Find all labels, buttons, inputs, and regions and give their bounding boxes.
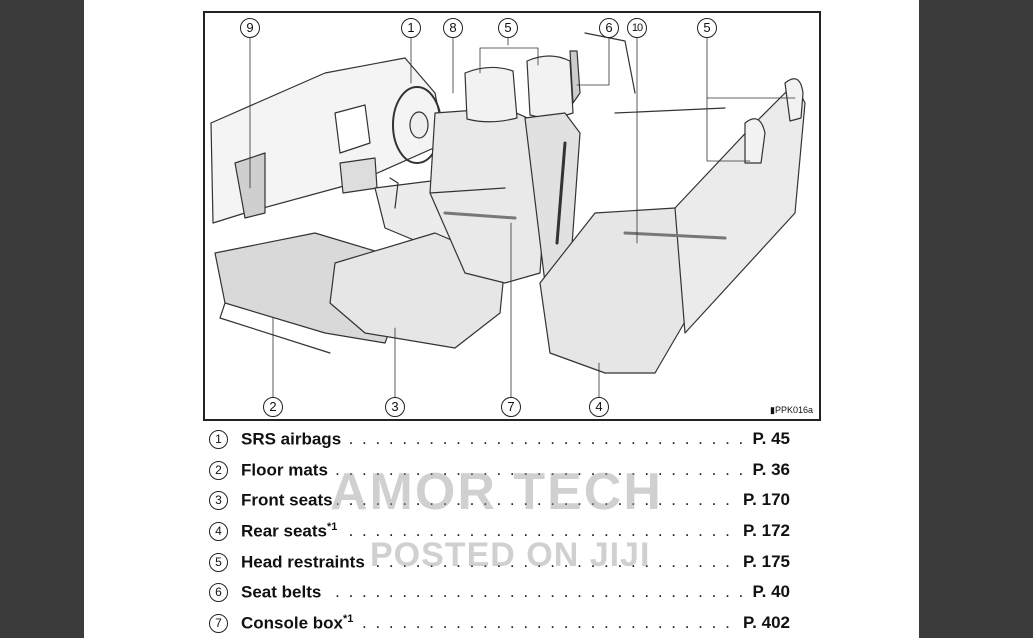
callout-10: 10 (627, 18, 647, 38)
callout-4: 4 (589, 397, 609, 417)
item-page: P. 170 (739, 490, 790, 510)
dot-leader: . . . . . . . . . . . . . . . . . . . . … (241, 521, 789, 540)
item-number: 7 (209, 614, 228, 633)
item-page: P. 175 (739, 552, 790, 572)
list-item: 2 . . . . . . . . . . . . . . . . . . . … (209, 459, 790, 483)
rear-headrest-shapes (744, 78, 804, 164)
item-number: 3 (209, 491, 228, 510)
item-page: P. 40 (748, 582, 790, 602)
callout-6: 6 (599, 18, 619, 38)
watermark-title: AMOR TECH (330, 463, 663, 521)
item-label: SRS airbags (241, 429, 346, 450)
callout-8: 8 (443, 18, 463, 38)
right-margin (919, 0, 1033, 638)
dot-leader: . . . . . . . . . . . . . . . . . . . . … (241, 613, 789, 632)
list-item: 6 . . . . . . . . . . . . . . . . . . . … (209, 581, 790, 605)
item-label: Seat belts (241, 582, 326, 603)
callout-3: 3 (385, 397, 405, 417)
item-number: 2 (209, 461, 228, 480)
callout-5-front: 5 (498, 18, 518, 38)
item-page: P. 172 (739, 521, 790, 541)
item-page: P. 45 (748, 429, 790, 449)
dot-leader: . . . . . . . . . . . . . . . . . . . . … (241, 552, 789, 571)
dot-leader: . . . . . . . . . . . . . . . . . . . . … (241, 490, 789, 509)
callout-1: 1 (401, 18, 421, 38)
item-label: Rear seats*1 (241, 521, 342, 542)
item-number: 6 (209, 583, 228, 602)
interior-illustration: 9 1 8 5 6 10 5 2 3 7 4 ▮PPK016a (203, 11, 821, 421)
list-item: 1 . . . . . . . . . . . . . . . . . . . … (209, 428, 790, 452)
item-label: Floor mats (241, 460, 332, 481)
dot-leader: . . . . . . . . . . . . . . . . . . . . … (241, 582, 789, 601)
callout-5-rear: 5 (697, 18, 717, 38)
item-label: Front seats (241, 490, 337, 511)
left-margin (0, 0, 84, 638)
list-item: 3 . . . . . . . . . . . . . . . . . . . … (209, 489, 790, 513)
item-label: Head restraints (241, 552, 369, 573)
item-number: 5 (209, 553, 228, 572)
item-page: P. 402 (739, 613, 790, 633)
watermark-subtitle: POSTED ON JIJI (370, 536, 651, 574)
rear-seat-back-shape (674, 82, 806, 334)
front-headrest-left-shape (464, 66, 518, 123)
interior-drawing (210, 32, 806, 399)
item-label: Console box*1 (241, 613, 358, 634)
dot-leader: . . . . . . . . . . . . . . . . . . . . … (241, 460, 789, 479)
dot-leader: . . . . . . . . . . . . . . . . . . . . … (241, 429, 789, 448)
item-number: 4 (209, 522, 228, 541)
callout-7: 7 (501, 397, 521, 417)
list-item: 5 . . . . . . . . . . . . . . . . . . . … (209, 551, 790, 575)
item-number: 1 (209, 430, 228, 449)
manual-page: 9 1 8 5 6 10 5 2 3 7 4 ▮PPK016a 1 . . . … (84, 0, 919, 638)
list-item: 7 . . . . . . . . . . . . . . . . . . . … (209, 612, 790, 636)
callout-9: 9 (240, 18, 260, 38)
figure-code: ▮PPK016a (770, 405, 813, 415)
front-headrest-right-shape (526, 55, 574, 119)
list-item: 4 . . . . . . . . . . . . . . . . . . . … (209, 520, 790, 544)
item-page: P. 36 (748, 460, 790, 480)
callout-2: 2 (263, 397, 283, 417)
